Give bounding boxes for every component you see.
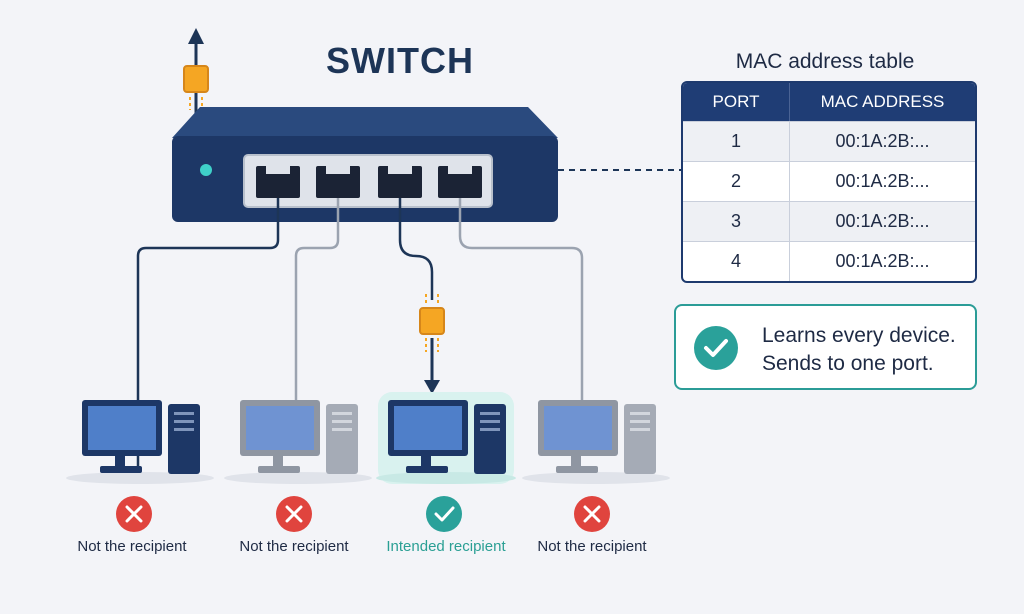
- port-cell: 3: [683, 202, 790, 241]
- switch-port-4: [438, 166, 482, 198]
- delivered-packet-icon: [419, 294, 445, 352]
- computer-2: [224, 400, 372, 484]
- mac-table-title: MAC address table: [735, 50, 915, 73]
- port-cell: 2: [683, 162, 790, 201]
- table-row: 1 00:1A:2B:...: [683, 121, 975, 161]
- mac-cell: 00:1A:2B:...: [835, 211, 930, 231]
- header-port: PORT: [683, 83, 790, 121]
- table-row: 2 00:1A:2B:...: [683, 161, 975, 201]
- network-switch: [172, 107, 558, 222]
- cable-1: [136, 198, 280, 470]
- reject-icon-2: [276, 496, 312, 532]
- delivery-arrow: [424, 338, 440, 394]
- mac-table-header: PORT MAC ADDRESS: [683, 83, 975, 121]
- computer-3: [376, 392, 516, 484]
- mac-table-body: 1 00:1A:2B:... 2 00:1A:2B:... 3 00:1A:2B…: [683, 121, 975, 281]
- summary-text: Learns every device. Sends to one port.: [762, 322, 956, 378]
- computer-3-label: Intended recipient: [386, 538, 506, 555]
- port-cell: 4: [683, 242, 790, 281]
- mac-address-table: PORT MAC ADDRESS 1 00:1A:2B:... 2 00:1A:…: [681, 81, 977, 283]
- table-row: 3 00:1A:2B:...: [683, 201, 975, 241]
- computer-1: [66, 400, 214, 484]
- port-cell: 1: [683, 122, 790, 161]
- check-icon: [694, 326, 738, 370]
- header-mac-address: MAC ADDRESS: [820, 92, 945, 111]
- switch-port-2: [316, 166, 360, 198]
- mac-cell: 00:1A:2B:...: [835, 251, 930, 271]
- computer-4-label: Not the recipient: [537, 538, 647, 555]
- switch-port-1: [256, 166, 300, 198]
- summary-note: Learns every device. Sends to one port.: [674, 304, 977, 390]
- reject-icon-4: [574, 496, 610, 532]
- summary-line-1: Learns every device.: [762, 324, 956, 347]
- cable-2: [294, 198, 340, 400]
- computer-1-label: Not the recipient: [77, 538, 187, 555]
- cable-3: [398, 198, 434, 300]
- switch-title: SWITCH: [326, 40, 474, 81]
- computer-4: [522, 400, 670, 484]
- uplink-packet-icon: [183, 65, 209, 110]
- table-row: 4 00:1A:2B:...: [683, 241, 975, 281]
- mac-cell: 00:1A:2B:...: [835, 131, 930, 151]
- cable-4: [458, 198, 584, 400]
- summary-line-2: Sends to one port.: [762, 352, 934, 375]
- switch-port-3: [378, 166, 422, 198]
- computer-2-label: Not the recipient: [239, 538, 349, 555]
- reject-icon-1: [116, 496, 152, 532]
- mac-cell: 00:1A:2B:...: [835, 171, 930, 191]
- check-icon-3: [426, 496, 462, 532]
